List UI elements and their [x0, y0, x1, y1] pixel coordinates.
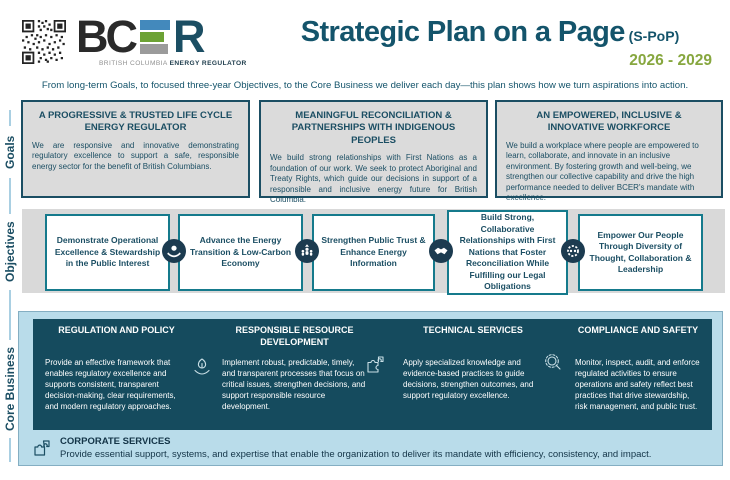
growth-people-icon: [295, 239, 319, 263]
core-business-dark-box: [33, 319, 712, 430]
logo-subtitle-gray: BRITISH COLUMBIA: [99, 60, 170, 67]
core-column-title: RESPONSIBLE RESOURCE DEVELOPMENT: [235, 325, 354, 347]
page-title-text: Strategic Plan on a Page: [300, 16, 626, 48]
objective-card-energy-transition: Advance the Energy Transition & Low-Carb…: [178, 214, 303, 291]
core-column-body: Implement robust, predictable, timely, a…: [222, 358, 366, 412]
hand-leaf-icon: [194, 358, 210, 375]
goal-card-reconciliation: MEANINGFUL RECONCILIATION & PARTNERSHIPS…: [259, 100, 488, 204]
corporate-services-body: Provide essential support, systems, and …: [60, 448, 652, 460]
logo-bar-gray: [140, 44, 168, 54]
core-column-responsible-resource: RESPONSIBLE RESOURCE DEVELOPMENT Impleme…: [222, 325, 367, 412]
core-column-compliance-safety: COMPLIANCE AND SAFETY Monitor, inspect, …: [575, 325, 701, 412]
core-column-technical-services: TECHNICAL SERVICES Apply specialized kno…: [403, 325, 543, 401]
page-title: Strategic Plan on a Page (S-PoP): [280, 16, 700, 49]
tagline: From long-term Goals, to focused three-y…: [41, 80, 689, 91]
corporate-services-title: CORPORATE SERVICES: [60, 436, 171, 447]
goal-body: We are responsive and innovative demonst…: [32, 140, 239, 171]
objective-card-operational-excellence: Demonstrate Operational Excellence & Ste…: [45, 214, 170, 291]
core-column-title: COMPLIANCE AND SAFETY: [577, 325, 699, 335]
core-column-body: Provide an effective framework that enab…: [45, 358, 176, 412]
bcer-logo: BC R: [76, 13, 205, 59]
logo-letter-r: R: [173, 10, 205, 62]
page-title-suffix: (S-PoP): [624, 28, 680, 44]
core-column-regulation-policy: REGULATION AND POLICY Provide an effecti…: [45, 325, 188, 412]
logo-letter-e-bars-icon: [140, 20, 170, 54]
corporate-services-section: CORPORATE SERVICES Provide essential sup…: [60, 436, 715, 461]
qr-code: [22, 20, 66, 64]
logo-bar-green: [140, 32, 164, 42]
goal-title: A PROGRESSIVE & TRUSTED LIFE CYCLE ENERG…: [38, 110, 233, 134]
core-column-title: TECHNICAL SERVICES: [423, 325, 523, 335]
rail-label-goals: Goals: [0, 126, 20, 178]
gear-collaboration-icon: [561, 239, 585, 263]
hand-globe-icon: [162, 239, 186, 263]
core-column-body: Apply specialized knowledge and evidence…: [403, 358, 534, 401]
corporate-puzzle-icon: [34, 440, 50, 456]
plan-years: 2026 - 2029: [629, 52, 712, 69]
rail-label-core-business: Core Business: [0, 340, 20, 438]
objective-card-first-nations: Build Strong, Collaborative Relationship…: [447, 210, 568, 295]
rail-label-objectives: Objectives: [0, 214, 20, 290]
goal-body: We build a workplace where people are em…: [506, 140, 699, 203]
goal-title: MEANINGFUL RECONCILIATION & PARTNERSHIPS…: [291, 110, 456, 146]
objective-card-public-trust: Strengthen Public Trust & Enhance Energy…: [312, 214, 435, 291]
gear-inspection-icon: [545, 354, 561, 370]
goal-body: We build strong relationships with First…: [270, 153, 477, 205]
logo-subtitle-bold: ENERGY REGULATOR: [169, 60, 247, 67]
logo-bar-blue: [140, 20, 170, 30]
goal-card-workforce: AN EMPOWERED, INCLUSIVE & INNOVATIVE WOR…: [495, 100, 723, 202]
goal-card-progressive-regulator: A PROGRESSIVE & TRUSTED LIFE CYCLE ENERG…: [21, 100, 250, 198]
handshake-icon: [429, 239, 453, 263]
puzzle-icon: [367, 356, 384, 373]
core-column-body: Monitor, inspect, audit, and enforce reg…: [575, 358, 700, 412]
logo-subtitle: BRITISH COLUMBIA ENERGY REGULATOR: [99, 60, 247, 67]
logo-letters-bc: BC: [76, 10, 138, 62]
core-column-title: REGULATION AND POLICY: [58, 325, 175, 335]
objective-card-empower-people: Empower Our People Through Diversity of …: [578, 214, 703, 291]
goal-title: AN EMPOWERED, INCLUSIVE & INNOVATIVE WOR…: [536, 110, 682, 134]
